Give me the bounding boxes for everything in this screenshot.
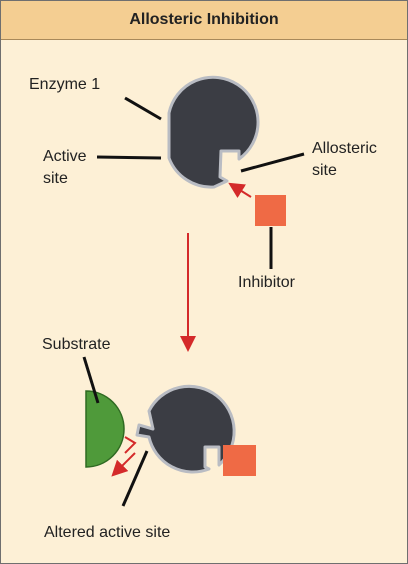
active-site-label-line1: Active: [43, 148, 87, 165]
allosteric-site-label-line2: site: [312, 162, 337, 179]
bound-inhibitor-square: [223, 445, 256, 476]
inhibitor-square: [255, 195, 286, 226]
allosteric-site-label-line1: Allosteric: [312, 140, 377, 157]
inhibitor-label: Inhibitor: [238, 274, 295, 291]
substrate-leader: [82, 356, 100, 404]
substrate-shape: [85, 390, 125, 468]
enzyme-1-shape: [167, 75, 260, 189]
active-site-label-line2: site: [43, 170, 68, 187]
altered-site-arrow: [111, 452, 136, 477]
altered-enzyme-shape: [135, 384, 236, 474]
title-bar: Allosteric Inhibition: [1, 1, 407, 40]
inhibitor-binding-arrow: [228, 182, 252, 199]
substrate-label: Substrate: [42, 336, 111, 353]
enzyme-1-label: Enzyme 1: [29, 76, 101, 93]
diagram-title: Allosteric Inhibition: [129, 11, 279, 28]
active-site-leader: [96, 155, 162, 160]
altered-active-site-leader: [121, 450, 149, 507]
altered-site-bracket: [124, 436, 137, 454]
allosteric-site-leader: [240, 152, 305, 173]
altered-active-site-label: Altered active site: [44, 524, 171, 541]
enzyme-1-leader: [124, 96, 162, 121]
